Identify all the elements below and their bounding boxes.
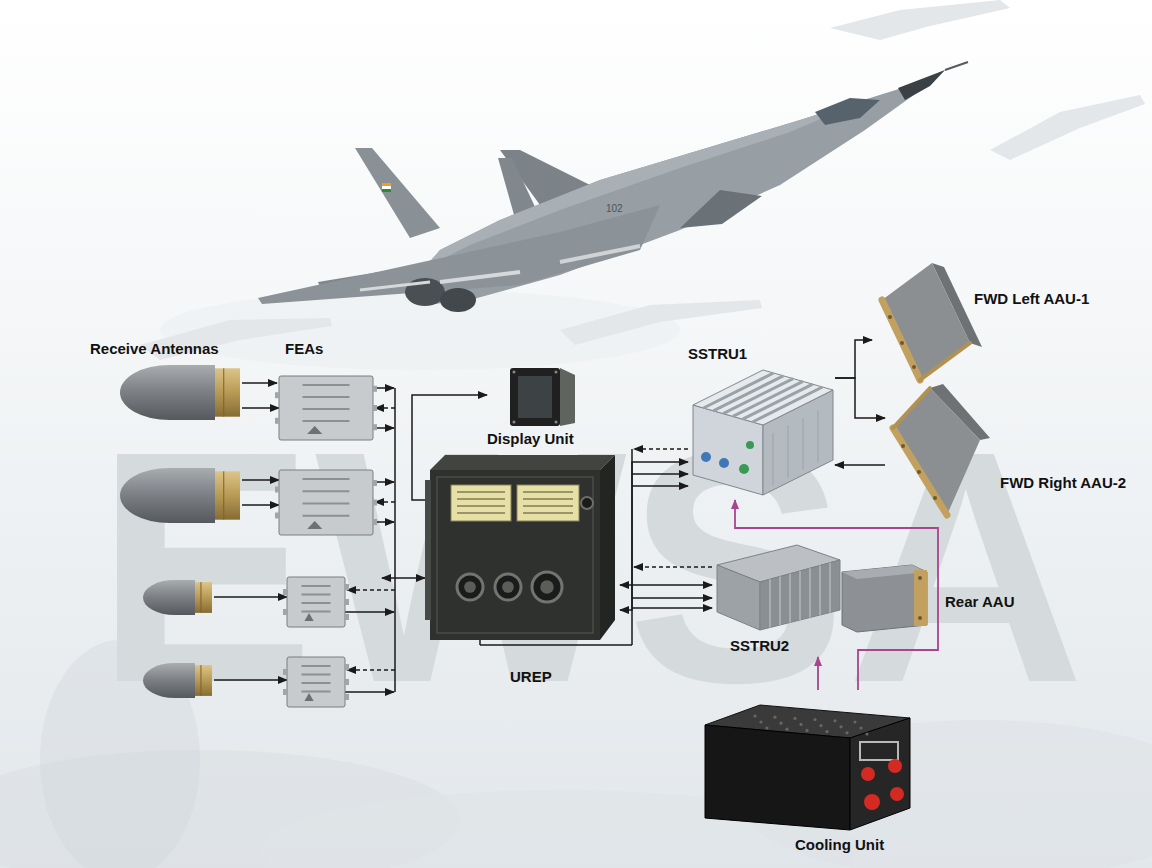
component-illustration [688,345,835,500]
connector-path [835,340,872,378]
component-illustration [277,335,382,710]
component-node: Display Unit [487,365,597,450]
component-node: FWD Right AAU-2 [885,380,1140,520]
component-label: SSTRU1 [688,345,747,363]
connector-path [620,584,712,586]
connector-path [382,577,425,579]
component-label: Cooling Unit [795,836,884,854]
aircraft-illustration [258,62,968,312]
signal-connector [620,462,688,610]
component-illustration [885,380,1140,520]
signal-connector [835,378,885,418]
signal-connector [242,383,277,384]
component-node: SSTRU1 [688,345,835,500]
connector-path [620,462,688,610]
component-illustration [425,455,620,687]
antenna-feeds [214,408,287,680]
component-label: Display Unit [487,430,574,448]
connector-path [735,500,938,690]
connector-path [817,657,819,690]
component-label: FWD Right AAU-2 [1000,474,1126,492]
clouds [0,290,1152,868]
component-node: Rear AAU [842,560,1037,638]
component-node: UREP [425,455,620,688]
component-node: Cooling Unit [700,690,915,856]
signal-connector [382,578,425,579]
component-node: SSTRU2 [712,540,842,657]
component-illustration [872,255,1094,385]
coolant-line [735,500,938,690]
connector-path [835,378,885,418]
component-label: SSTRU2 [730,637,789,655]
component-label: FEAs [285,340,323,358]
component-label: Rear AAU [945,593,1014,611]
component-node: FEAs [277,335,382,710]
signal-connector [835,465,885,466]
coolant-line [818,657,819,690]
component-label: UREP [510,668,552,686]
component-node: FWD Left AAU-1 [872,255,1094,385]
signal-connector [835,340,872,378]
signal-connector [620,585,712,586]
component-label: Receive Antennas [90,340,219,358]
connector-path [242,382,277,384]
aircraft-number: 102 [606,203,623,215]
component-label: FWD Left AAU-1 [974,290,1089,308]
component-illustration [700,690,915,856]
component-node: Receive Antennas [85,335,242,710]
component-illustration [85,335,242,710]
faint-background-jets [140,0,1145,360]
connector-path [835,464,885,466]
